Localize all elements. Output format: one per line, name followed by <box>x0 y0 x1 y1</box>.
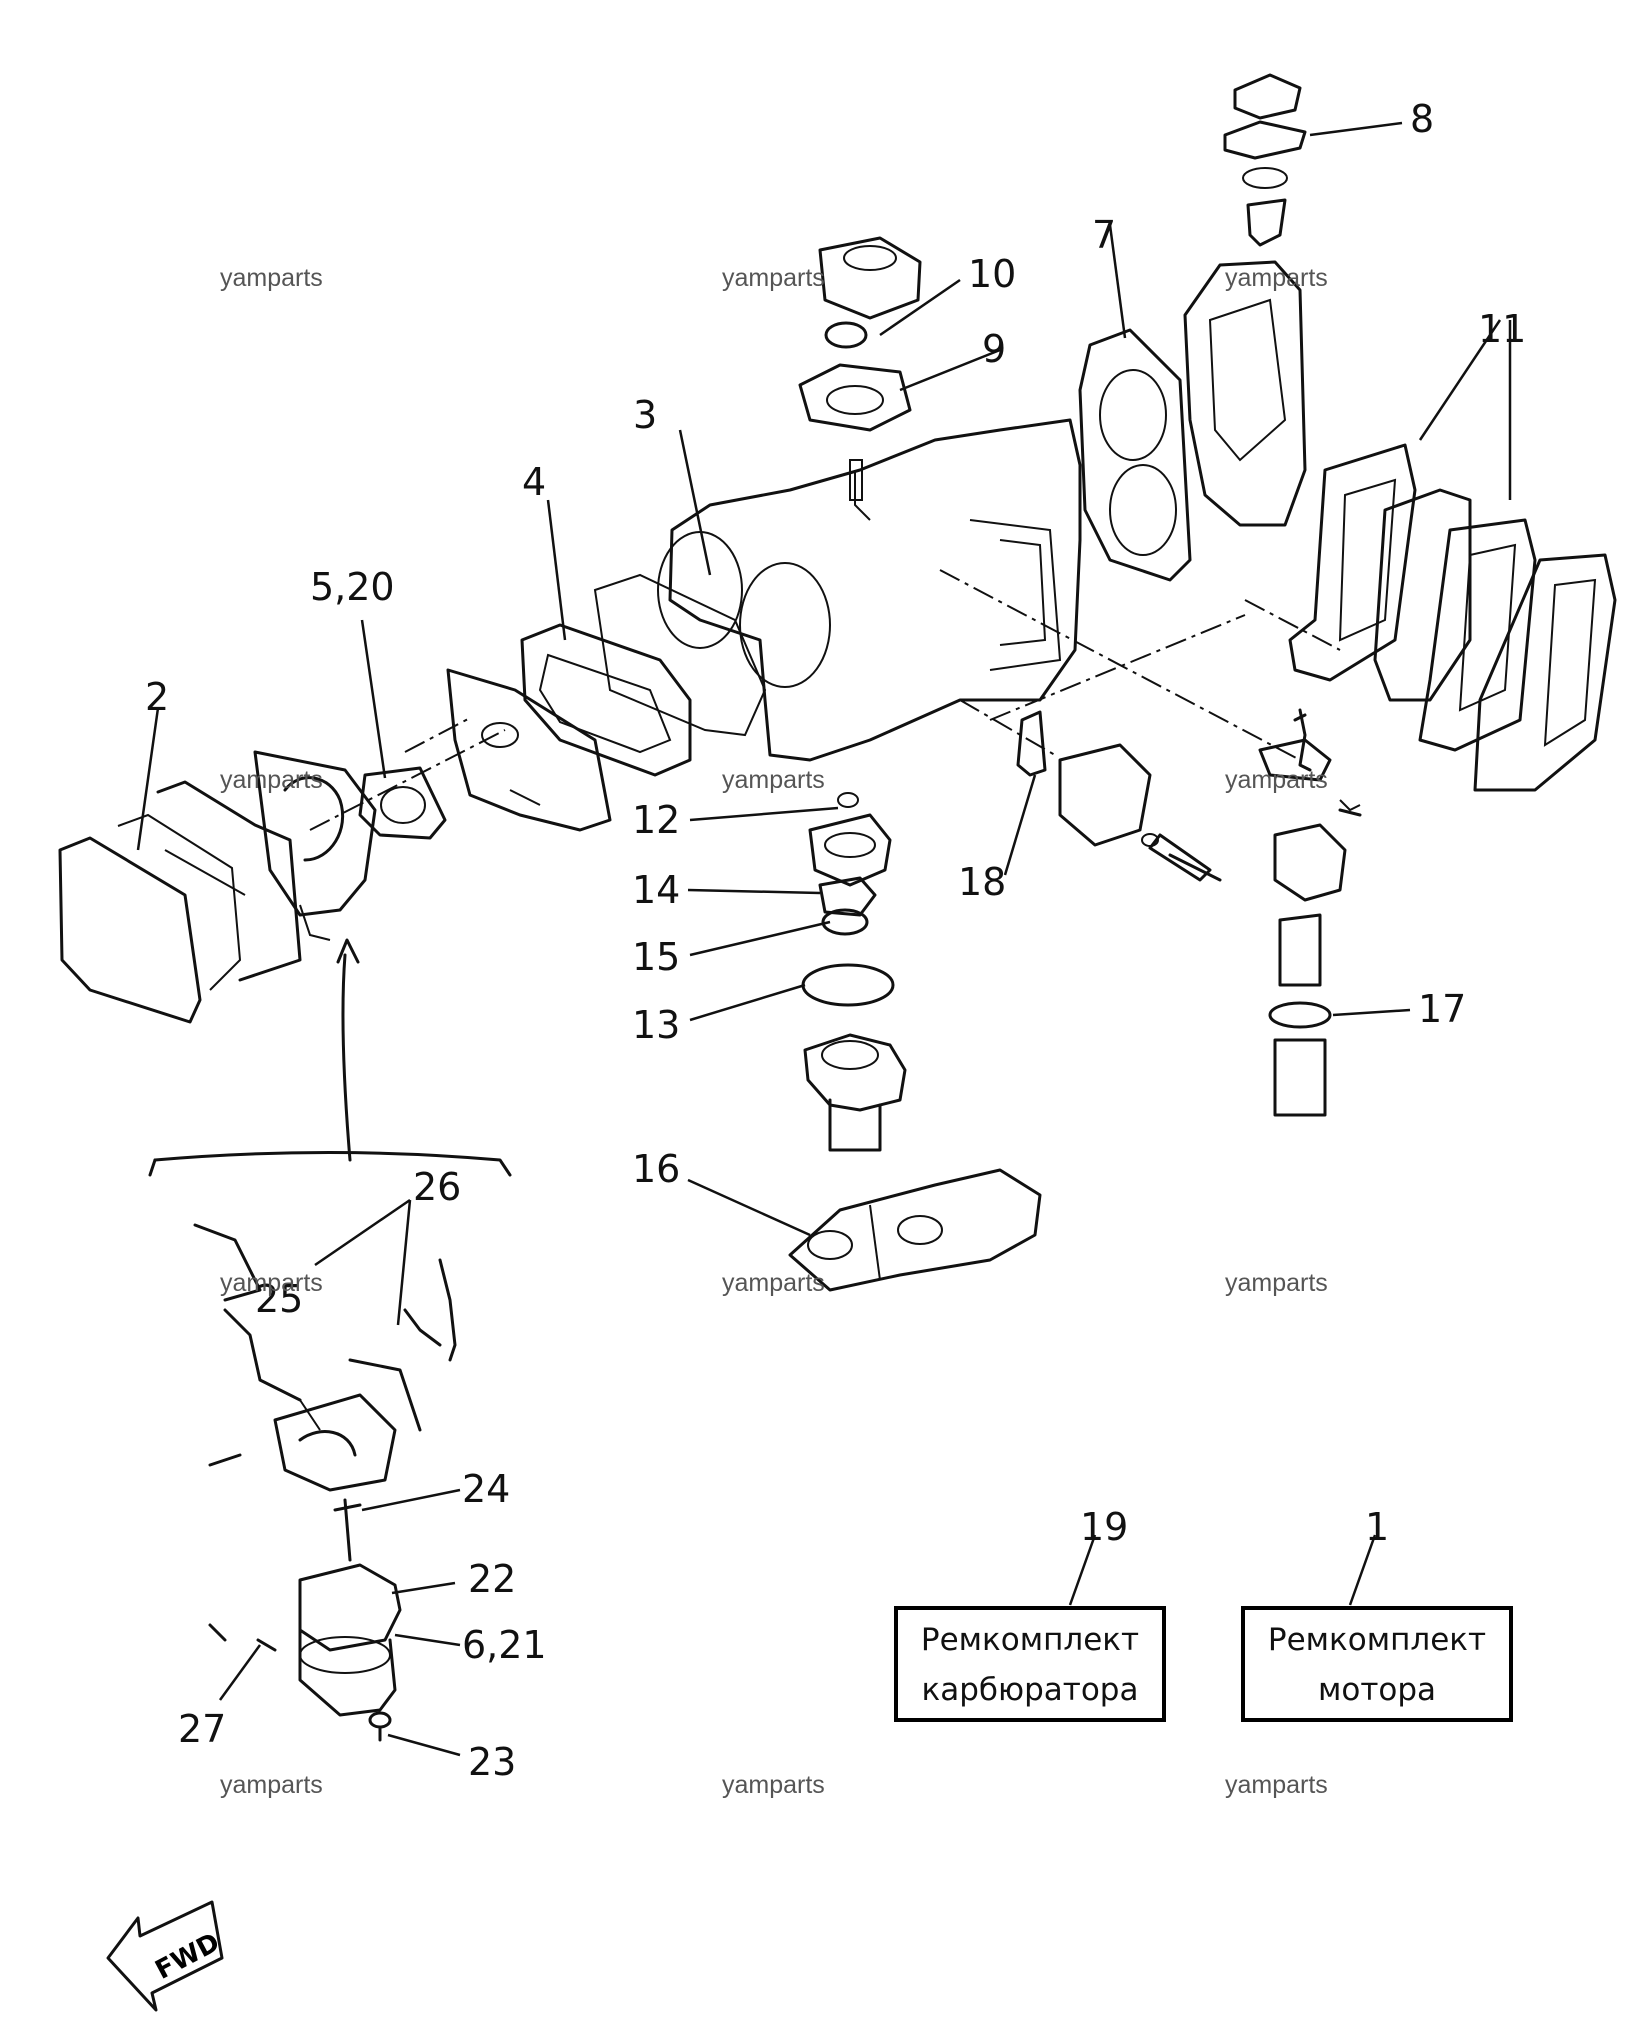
intake-manifold <box>446 668 612 832</box>
kit-carburetor-line1: Ремкомплект <box>921 1622 1139 1658</box>
part-3-cylinder-block <box>657 418 1082 762</box>
part-8-cap <box>1223 73 1307 247</box>
callout-23: 23 <box>468 1740 516 1784</box>
watermark: yamparts <box>722 766 825 794</box>
callout-5-20: 5,20 <box>310 565 395 609</box>
callout-6-21: 6,21 <box>462 1623 547 1667</box>
watermark: yamparts <box>220 766 323 794</box>
carburetor-upper <box>253 750 377 941</box>
watermark: yamparts <box>220 1771 323 1799</box>
callout-22: 22 <box>468 1557 516 1601</box>
callout-2: 2 <box>145 675 169 719</box>
part-10-thermostat-cover <box>818 236 922 349</box>
callout-1: 1 <box>1365 1505 1389 1549</box>
watermark: yamparts <box>1225 766 1328 794</box>
callout-15: 15 <box>632 935 680 979</box>
callout-8: 8 <box>1410 97 1434 141</box>
watermark: yamparts <box>1225 264 1328 292</box>
watermark: yamparts <box>1225 1771 1328 1799</box>
part-4-gasket <box>520 623 692 777</box>
watermark: yamparts <box>220 264 323 292</box>
callout-25: 25 <box>255 1277 303 1321</box>
fuel-pump <box>1058 743 1212 882</box>
watermark: yamparts <box>220 1269 323 1297</box>
crankcase-gasket <box>593 573 767 737</box>
part-18-gasket <box>1016 710 1047 777</box>
watermark: yamparts <box>722 1269 825 1297</box>
part-7-head-gasket <box>1078 328 1192 582</box>
callout-numbers: 2 5,20 4 3 7 8 10 9 11 12 14 15 13 16 18… <box>145 97 1526 1784</box>
callout-10: 10 <box>968 252 1016 296</box>
part-5-20-gasket <box>358 766 447 840</box>
kit-box-motor: Ремкомплект мотора <box>1241 1606 1513 1722</box>
part-2-silencer-cover <box>58 780 302 1024</box>
callout-12: 12 <box>632 798 680 842</box>
callout-19: 19 <box>1080 1505 1128 1549</box>
callout-4: 4 <box>522 460 546 504</box>
watermark: yamparts <box>722 264 825 292</box>
callout-9: 9 <box>982 327 1006 371</box>
callout-17: 17 <box>1418 987 1466 1031</box>
carburetor-lower <box>148 938 512 1742</box>
callout-7: 7 <box>1092 213 1116 257</box>
callout-18: 18 <box>958 860 1006 904</box>
kit-box-carburetor: Ремкомплект карбюратора <box>894 1606 1166 1722</box>
fuel-filter-assembly <box>1258 708 1361 1117</box>
part-14-seal <box>818 876 877 917</box>
part-9-gasket <box>798 363 912 432</box>
callout-16: 16 <box>632 1147 680 1191</box>
part-15-bearing <box>821 908 869 936</box>
watermarks: yamparts yamparts yamparts yamparts yamp… <box>220 264 1328 1799</box>
part-12-seal <box>808 792 892 887</box>
callout-13: 13 <box>632 1003 680 1047</box>
leader-lines <box>136 121 1512 1757</box>
bolts <box>1168 713 1362 882</box>
watermark: yamparts <box>722 1771 825 1799</box>
watermark: yamparts <box>1225 1269 1328 1297</box>
callout-24: 24 <box>462 1467 510 1511</box>
water-pump-housing <box>803 1033 907 1152</box>
cylinder-head <box>1183 260 1307 527</box>
fwd-label: FWD <box>151 1927 225 1985</box>
fwd-arrow: FWD <box>106 1900 225 2012</box>
part-13-o-ring <box>801 963 895 1007</box>
callout-26: 26 <box>413 1165 461 1209</box>
part-16-gasket <box>788 1168 1042 1292</box>
callout-27: 27 <box>178 1707 226 1751</box>
callout-11: 11 <box>1478 307 1526 351</box>
part-11-exhaust-gaskets <box>1288 443 1617 792</box>
kit-motor-line1: Ремкомплект <box>1268 1622 1486 1658</box>
kit-motor-line2: мотора <box>1318 1672 1436 1708</box>
kit-carburetor-line2: карбюратора <box>922 1672 1139 1708</box>
callout-3: 3 <box>633 393 657 437</box>
callout-14: 14 <box>632 868 680 912</box>
